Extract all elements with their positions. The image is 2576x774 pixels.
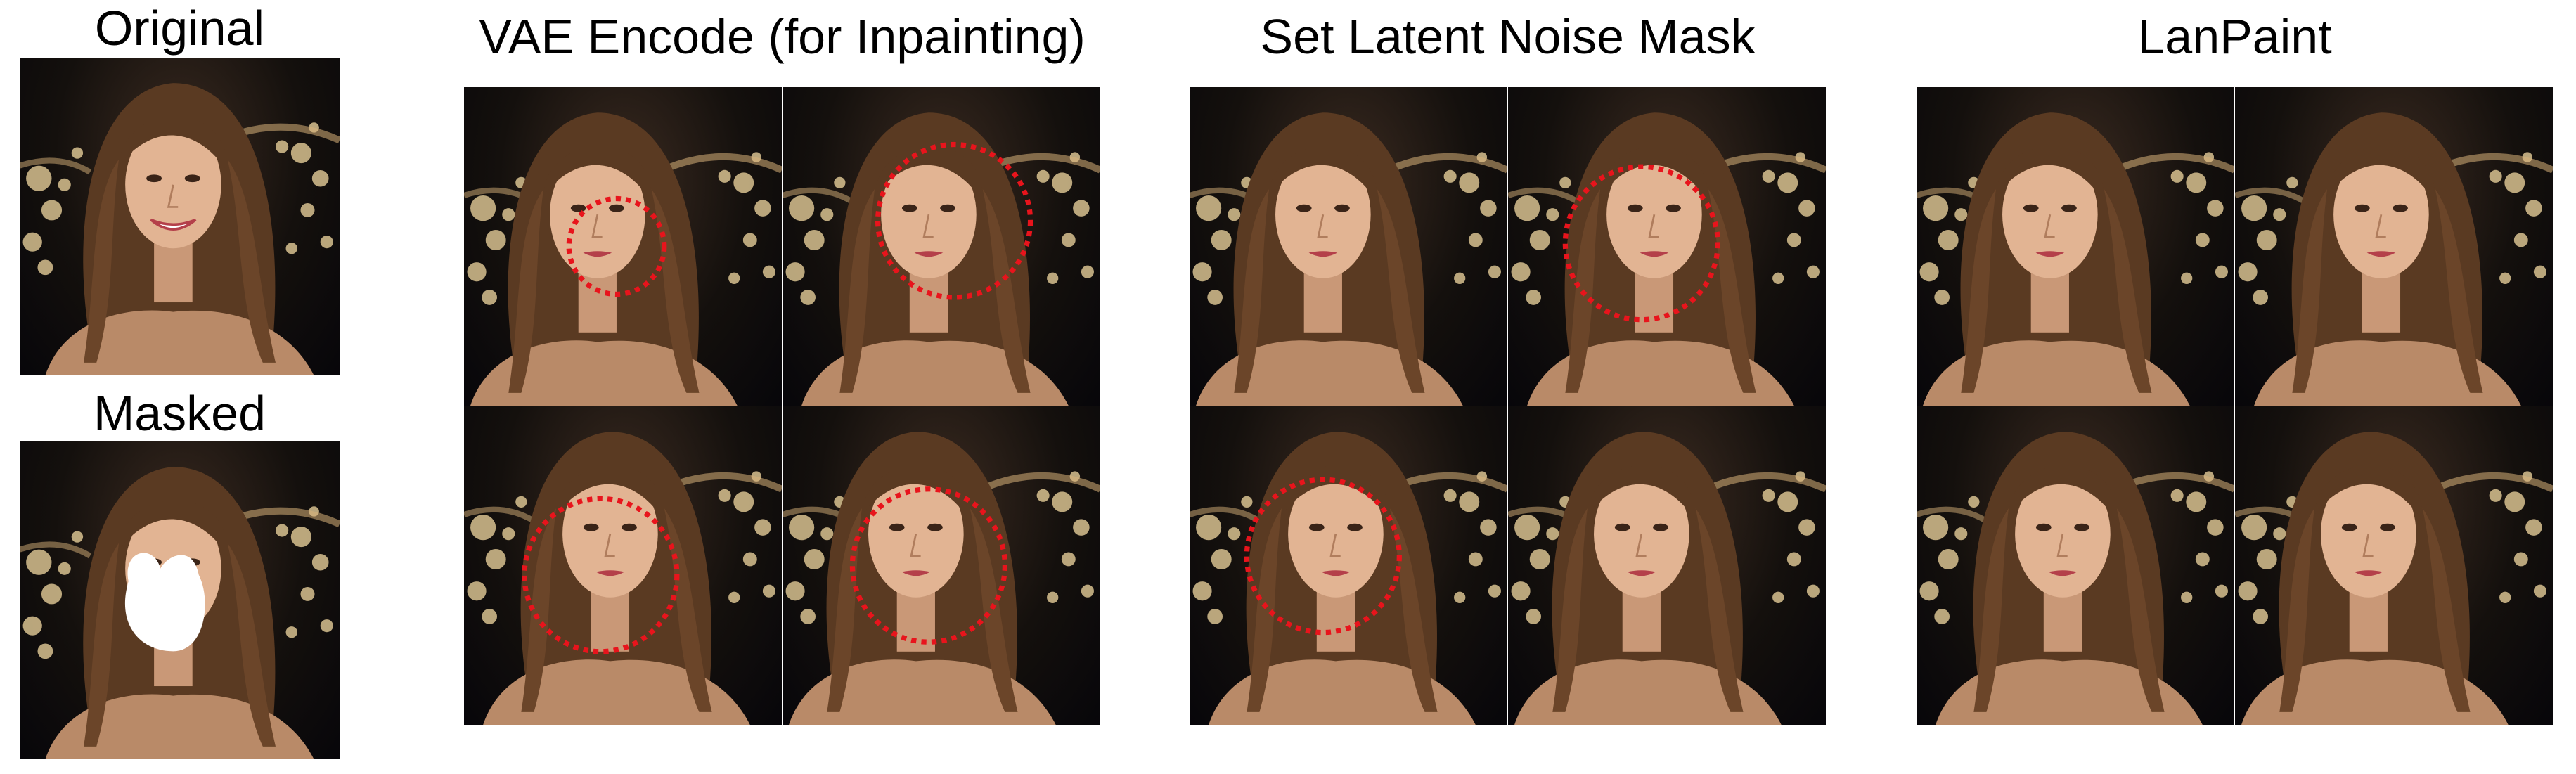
set-latent-noise-mask-result-4 [1508,406,1826,725]
dotted-circle-marker [875,141,1033,300]
masked-title: Masked [93,386,266,441]
vae-encode-result-1 [464,87,782,406]
dotted-circle-marker [566,195,667,297]
portrait-photo [783,432,1100,725]
portrait-photo [1917,112,2234,406]
portrait-photo [1190,112,1507,406]
lanpaint-title: LanPaint [2137,9,2332,64]
set-latent-noise-mask-result-2 [1508,87,1826,406]
dotted-circle-marker [522,496,680,654]
lanpaint-result-4 [2235,406,2553,725]
portrait-photo [1917,432,2234,725]
vae-encode-result-3 [464,406,782,725]
portrait-photo [1508,112,1826,406]
vae-encode-result-2 [783,87,1100,406]
dotted-circle-marker [1562,164,1720,323]
portrait-photo [783,112,1100,406]
portrait-photo [20,83,340,375]
portrait-photo [2235,432,2553,725]
mask-shape [124,553,205,652]
dotted-circle-marker [849,486,1008,645]
set-latent-noise-mask-title: Set Latent Noise Mask [1260,9,1756,64]
masked-photo [20,441,340,759]
dotted-circle-marker [1244,477,1402,636]
portrait-photo [20,467,340,759]
portrait-photo [464,112,782,406]
lanpaint-result-3 [1917,406,2234,725]
lanpaint-result-1 [1917,87,2234,406]
lanpaint-result-2 [2235,87,2553,406]
vae-encode-result-4 [783,406,1100,725]
vae-encode-title: VAE Encode (for Inpainting) [479,9,1086,64]
set-latent-noise-mask-result-3 [1190,406,1507,725]
portrait-photo [1508,432,1826,725]
original-photo [20,58,340,375]
portrait-photo [2235,112,2553,406]
original-title: Original [94,1,265,56]
set-latent-noise-mask-result-1 [1190,87,1507,406]
portrait-photo [464,432,782,725]
portrait-photo [1190,432,1507,725]
